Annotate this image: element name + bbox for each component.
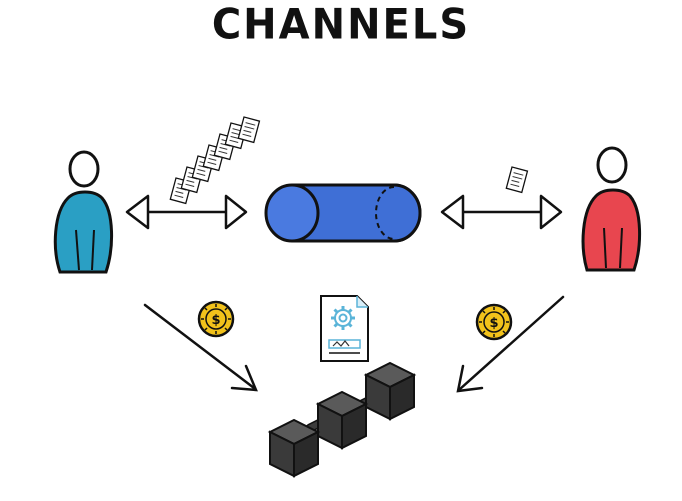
svg-text:$: $ (211, 313, 220, 328)
diagram-title: CHANNELS (211, 0, 471, 50)
left-coin-icon: $ (197, 300, 235, 338)
left-settlement-arrow (143, 303, 258, 392)
left-person-icon (53, 150, 114, 274)
blockchain-icon (269, 362, 415, 477)
right-double-arrow (440, 194, 563, 230)
channel-cylinder-icon (264, 183, 422, 243)
right-coin-icon: $ (475, 303, 513, 341)
right-person-icon (581, 146, 642, 272)
gear-icon (331, 306, 355, 330)
contract-document-icon (320, 295, 369, 362)
left-double-arrow (125, 194, 248, 230)
svg-text:$: $ (489, 316, 498, 331)
right-settlement-arrow (456, 295, 565, 393)
transaction-document-icon (505, 166, 529, 194)
transaction-stack-icon (169, 116, 261, 205)
